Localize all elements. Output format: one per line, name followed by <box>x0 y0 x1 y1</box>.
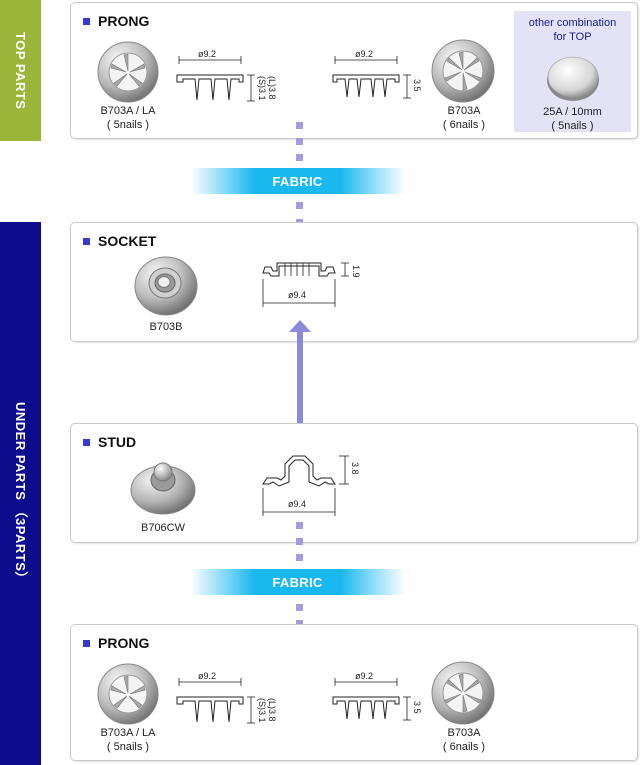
connector-dot <box>296 138 303 145</box>
prong-left-nails: ( 5nails ) <box>106 119 150 131</box>
connector-dot <box>296 538 303 545</box>
prong-left-code: B703A / LA <box>100 105 156 117</box>
prong-ring-6nails-image <box>431 39 495 103</box>
connector-dot <box>296 620 303 627</box>
prong-ring-5nails-image <box>97 663 159 725</box>
top-parts-label: TOP PARTS <box>0 0 41 141</box>
cap-image <box>547 56 599 101</box>
connector-dot <box>296 154 303 161</box>
prong-right-profile-drawing: ø9.2 3.5 <box>332 49 422 99</box>
svg-text:(L)3.8: (L)3.8 <box>267 76 277 100</box>
prong-left-profile-drawing: ø9.2 (S)3.1 (L)3.8 <box>176 671 277 724</box>
section-title: SOCKET <box>83 233 156 249</box>
svg-text:ø9.2: ø9.2 <box>198 671 216 681</box>
socket-image <box>134 256 198 316</box>
svg-text:ø9.4: ø9.4 <box>288 499 306 509</box>
svg-text:3.5: 3.5 <box>412 701 422 714</box>
bottom-prong-card: PRONG B703A / LA ( 5nails ) ø9.2 (S)3.1 … <box>70 624 638 761</box>
prong-left-profile-drawing: ø9.2 (S)3.1 (L)3.8 <box>176 49 277 102</box>
prong-right-nails: ( 6nails ) <box>442 741 486 753</box>
bullet-icon <box>83 438 90 446</box>
stud-profile-drawing: 3.8 ø9.4 <box>262 455 360 516</box>
prong-ring-6nails-image <box>431 661 495 725</box>
prong-right-nails: ( 6nails ) <box>442 119 486 131</box>
svg-text:ø9.2: ø9.2 <box>355 671 373 681</box>
prong-right-profile-drawing: ø9.2 3.5 <box>332 671 422 721</box>
socket-card: SOCKET B703B 1.9 ø9.4 <box>70 222 638 342</box>
fabric-band-top: FABRIC <box>190 168 405 194</box>
bullet-icon <box>83 639 90 647</box>
svg-text:(S)3.1: (S)3.1 <box>257 698 267 723</box>
under-parts-label: UNDER PARTS （3PARTS） <box>0 222 41 765</box>
svg-text:1.9: 1.9 <box>351 265 361 278</box>
svg-text:ø9.2: ø9.2 <box>355 49 373 59</box>
socket-code: B703B <box>149 321 183 333</box>
svg-text:3.5: 3.5 <box>412 79 422 92</box>
stud-code: B706CW <box>140 522 186 534</box>
connector-dot <box>296 604 303 611</box>
cap-code: 25A / 10mm <box>543 106 602 118</box>
socket-profile-drawing: 1.9 ø9.4 <box>262 262 361 307</box>
connector-dot <box>296 202 303 209</box>
top-prong-card: PRONG B703A / LA ( 5nails ) ø9.2 (S)3.1 … <box>70 2 638 139</box>
prong-left-nails: ( 5nails ) <box>106 741 150 753</box>
svg-text:ø9.4: ø9.4 <box>288 290 306 300</box>
svg-text:(L)3.8: (L)3.8 <box>267 698 277 722</box>
svg-text:(S)3.1: (S)3.1 <box>257 76 267 101</box>
stud-image <box>130 462 196 515</box>
cap-nails: ( 5nails ) <box>551 120 594 132</box>
connector-dot <box>296 522 303 529</box>
connector-dot <box>296 554 303 561</box>
section-title: PRONG <box>83 13 149 29</box>
prong-ring-5nails-image <box>97 41 159 103</box>
section-title: STUD <box>83 434 136 450</box>
svg-text:3.8: 3.8 <box>350 462 360 475</box>
fabric-band-bottom: FABRIC <box>190 569 405 595</box>
bullet-icon <box>83 17 90 25</box>
dim-diameter: ø9.2 <box>198 49 216 59</box>
prong-left-code: B703A / LA <box>100 727 156 739</box>
connector-dot <box>296 122 303 129</box>
prong-right-code: B703A <box>447 105 481 117</box>
bullet-icon <box>83 237 90 245</box>
prong-right-code: B703A <box>447 727 481 739</box>
section-title: PRONG <box>83 635 149 651</box>
stud-card: STUD B706CW 3.8 ø9.4 <box>70 423 638 543</box>
